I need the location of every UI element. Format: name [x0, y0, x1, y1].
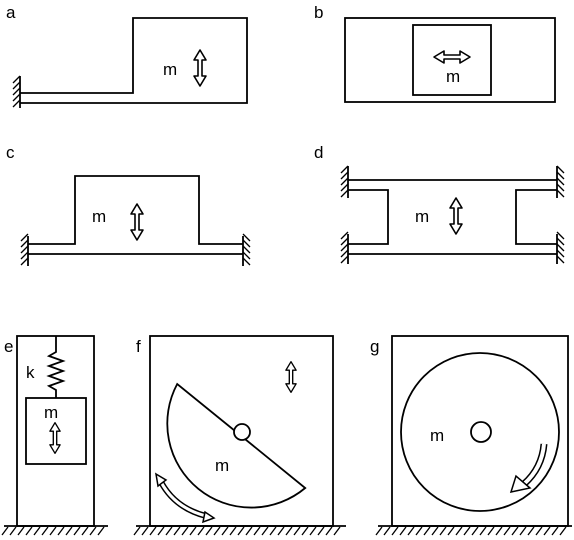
ground-hatch-icon — [1, 525, 108, 536]
pivot-icon — [233, 423, 251, 441]
curved-arrow-icon — [509, 443, 548, 493]
mass-label: m — [430, 426, 444, 445]
panel-label-c: c — [6, 143, 15, 162]
beam-mass-top — [28, 175, 243, 245]
panel-label-f: f — [136, 337, 141, 356]
wall-hatch-icon — [556, 165, 565, 264]
cantilever-beam-mass — [20, 17, 248, 104]
ground-hatch-icon — [133, 525, 346, 536]
wall-hatch-icon — [12, 75, 21, 108]
disc-mass — [400, 352, 560, 512]
double-arrow-vertical-icon — [193, 49, 207, 87]
mass-label: m — [415, 207, 429, 226]
panel-d: d m — [314, 143, 565, 264]
ground-hatch-icon — [375, 525, 572, 536]
panel-label-g: g — [370, 337, 379, 356]
panel-c: c m — [6, 143, 251, 266]
mass-label: m — [446, 67, 460, 86]
outer-frame — [391, 335, 569, 527]
mass-label: m — [215, 456, 229, 475]
panel-a: a m — [6, 3, 248, 108]
wall-hatch-icon — [20, 233, 29, 266]
panel-label-b: b — [314, 3, 323, 22]
panel-label-e: e — [4, 337, 13, 356]
half-disc-mass — [166, 382, 307, 509]
curved-double-arrow-icon — [154, 472, 216, 524]
panel-label-d: d — [314, 143, 323, 162]
mass-label: m — [44, 403, 58, 422]
wall-hatch-icon — [242, 233, 251, 266]
panel-label-a: a — [6, 3, 16, 22]
double-arrow-vertical-icon — [449, 197, 463, 235]
spring-icon — [46, 336, 66, 398]
panel-b: b m — [314, 3, 556, 103]
mass-label: m — [163, 60, 177, 79]
double-arrow-horizontal-icon — [433, 50, 471, 64]
axle-icon — [470, 421, 492, 443]
wall-hatch-icon — [340, 165, 349, 264]
double-arrow-vertical-icon — [285, 361, 297, 393]
panel-f: f m — [133, 335, 346, 536]
double-arrow-vertical-icon — [130, 203, 144, 241]
spring-label: k — [26, 363, 35, 382]
panel-e: e k m — [1, 335, 108, 536]
mass-label: m — [92, 207, 106, 226]
panel-g: g m — [370, 335, 572, 536]
mass-block — [412, 24, 492, 96]
outer-frame — [344, 17, 556, 103]
